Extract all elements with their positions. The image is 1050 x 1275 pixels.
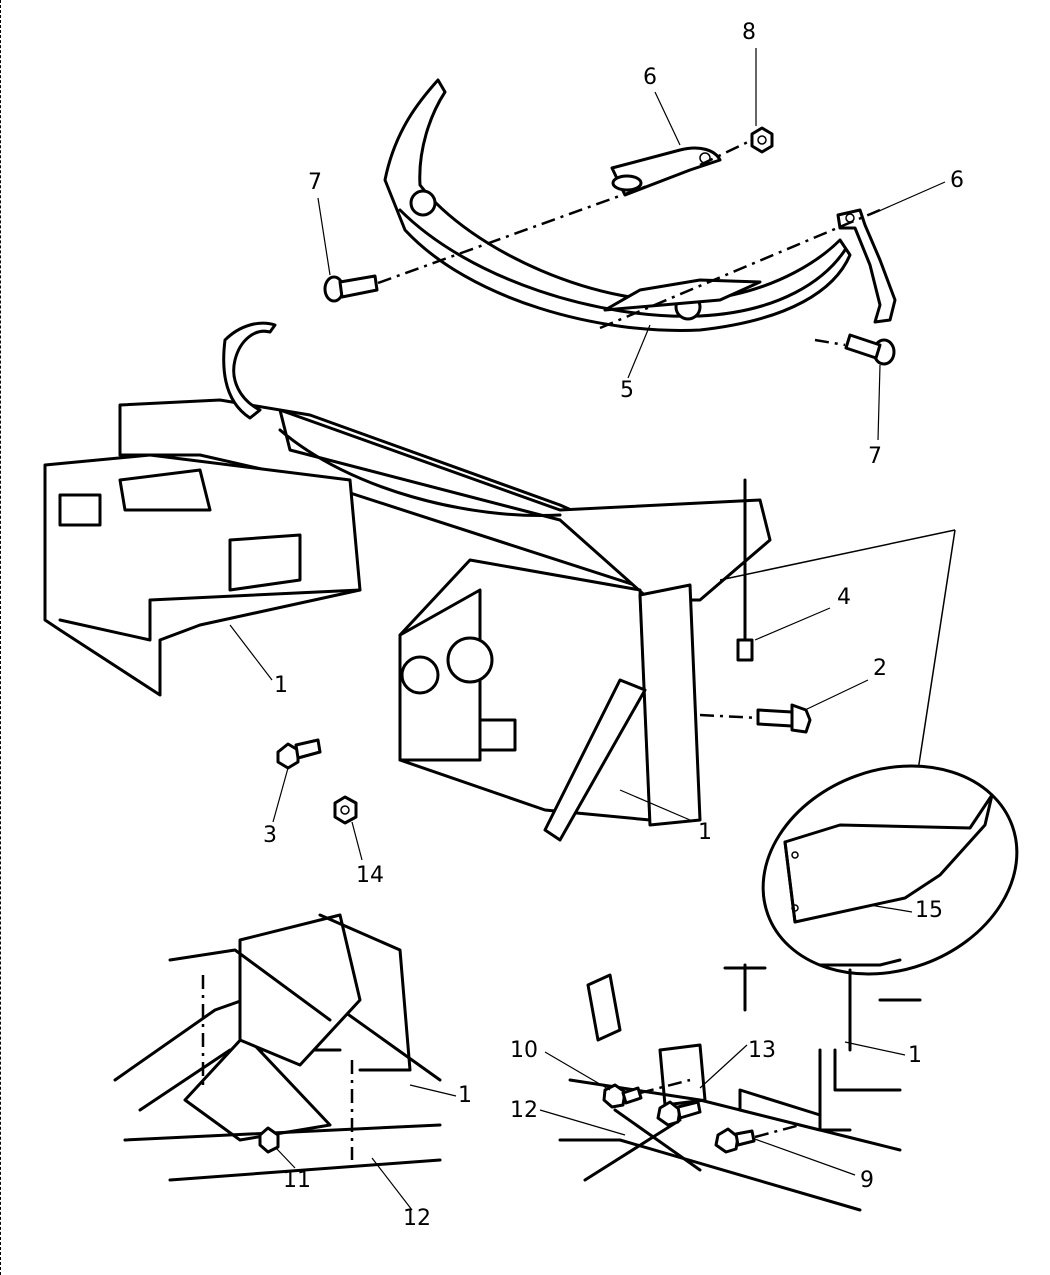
assembly-line (599, 208, 881, 330)
bolt-part-4 (736, 478, 754, 662)
upper-shroud-part-5 (383, 78, 852, 332)
bolt-part-2 (699, 703, 812, 734)
callout-9: 9 (860, 1168, 874, 1193)
bracket-part-6-upper (610, 146, 722, 197)
callout-7-right: 7 (868, 444, 882, 469)
detail-view-left (113, 913, 442, 1182)
callout-6-upper: 6 (643, 65, 657, 90)
detail-view-part-15 (719, 529, 1019, 976)
callout-3: 3 (263, 823, 277, 848)
callout-10: 10 (510, 1038, 538, 1063)
callout-14: 14 (356, 863, 384, 888)
callout-15: 15 (915, 898, 943, 923)
radiator-support-assembly (43, 321, 772, 842)
callout-5: 5 (620, 378, 634, 403)
callout-13: 13 (748, 1038, 776, 1063)
assembly-line (699, 138, 753, 167)
screw-part-7-left (323, 274, 379, 303)
nut-part-8 (750, 126, 774, 154)
callout-8: 8 (742, 20, 756, 45)
callout-6-right: 6 (950, 168, 964, 193)
screw-part-7-right (844, 333, 896, 366)
callout-4: 4 (837, 585, 851, 610)
callout-2: 2 (873, 656, 887, 681)
callout-12-left: 12 (403, 1206, 431, 1231)
page-edge-dashed (0, 0, 3, 1275)
bolt-part-3 (276, 738, 322, 770)
callout-1-bottom-left: 1 (458, 1083, 472, 1108)
detail-view-right (558, 958, 922, 1212)
leader-lines (229, 48, 946, 1211)
nut-part-14 (333, 795, 358, 825)
assembly-line (814, 338, 846, 347)
bracket-part-6-right (836, 208, 897, 324)
callout-1-bottom-right: 1 (908, 1043, 922, 1068)
callout-1-center: 1 (698, 820, 712, 845)
callout-1-left: 1 (274, 673, 288, 698)
callout-11: 11 (283, 1168, 311, 1193)
assembly-line (377, 183, 651, 285)
callout-7-left: 7 (308, 170, 322, 195)
callout-12-right: 12 (510, 1098, 538, 1123)
